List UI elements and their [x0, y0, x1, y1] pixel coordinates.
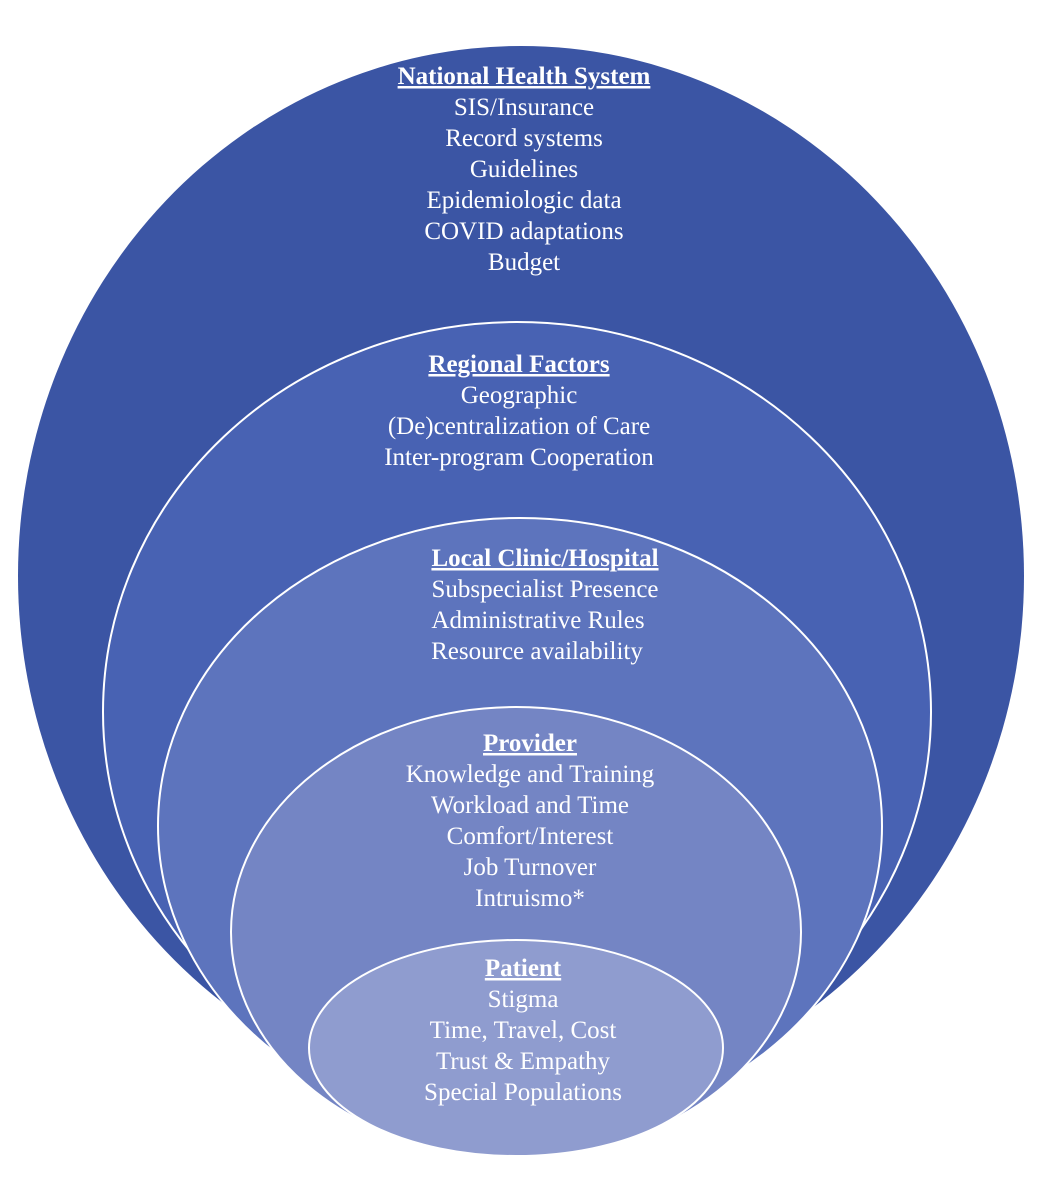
local-item: Administrative Rules: [431, 607, 644, 634]
national-item: Epidemiologic data: [426, 187, 621, 214]
patient-block: Patient Stigma Time, Travel, Cost Trust …: [424, 955, 622, 1106]
regional-factors-block: Regional Factors Geographic (De)centrali…: [384, 351, 654, 471]
national-health-system-block: National Health System SIS/Insurance Rec…: [398, 63, 651, 276]
provider-block: Provider Knowledge and Training Workload…: [406, 730, 655, 912]
national-item: SIS/Insurance: [454, 94, 594, 121]
local-item: Subspecialist Presence: [431, 576, 658, 603]
patient-item: Time, Travel, Cost: [430, 1017, 617, 1044]
patient-ellipse: [308, 939, 724, 1157]
local-clinic-hospital-title: Local Clinic/Hospital: [431, 545, 658, 572]
regional-factors-title: Regional Factors: [428, 351, 609, 378]
patient-item: Stigma: [488, 986, 559, 1013]
regional-item: Inter-program Cooperation: [384, 444, 654, 471]
national-item: Record systems: [445, 125, 603, 152]
provider-item: Job Turnover: [464, 854, 597, 881]
provider-item: Comfort/Interest: [447, 823, 614, 850]
national-item: COVID adaptations: [424, 218, 623, 245]
national-item: Guidelines: [470, 156, 578, 183]
provider-title: Provider: [483, 730, 577, 757]
layer-shapes: [18, 46, 1024, 1158]
national-item: Budget: [488, 249, 560, 276]
regional-item: Geographic: [461, 382, 578, 409]
local-clinic-hospital-block: Local Clinic/Hospital Subspecialist Pres…: [431, 545, 658, 665]
patient-item: Trust & Empathy: [436, 1048, 611, 1075]
regional-item: (De)centralization of Care: [388, 413, 650, 440]
local-item: Resource availability: [431, 638, 643, 665]
provider-item: Intruismo*: [475, 885, 585, 912]
patient-item: Special Populations: [424, 1079, 622, 1106]
provider-item: Workload and Time: [431, 792, 629, 819]
patient-title: Patient: [485, 955, 562, 982]
national-health-system-title: National Health System: [398, 63, 651, 90]
provider-item: Knowledge and Training: [406, 761, 655, 788]
